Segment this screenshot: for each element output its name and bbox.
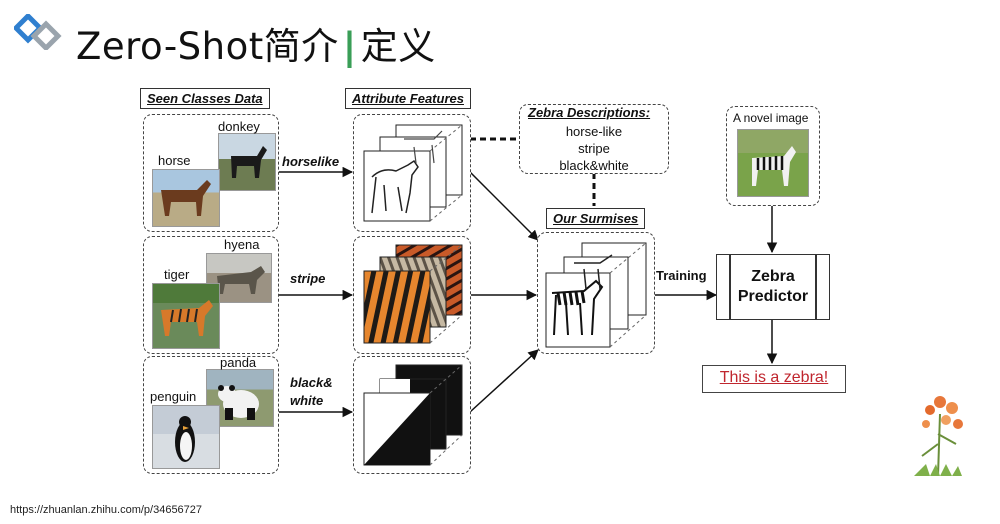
photo-tiger [152,283,220,349]
photo-penguin [152,405,220,469]
label-class-bottom-1: horse [158,153,191,168]
header-attribute-features: Attribute Features [345,88,471,109]
horse-sketch-stack [363,124,463,222]
logo-icon [14,14,62,50]
attribute-label-black-white: black& white [290,375,333,408]
header-seen-classes: Seen Classes Data [140,88,270,109]
zebra-descriptions-list: horse-like stripe black&white [520,123,668,174]
zebra-descriptions-box: Zebra Descriptions: horse-like stripe bl… [519,104,669,174]
description-1: horse-like [565,124,623,139]
training-label: Training [656,268,707,283]
zebra-predictor-box: Zebra Predictor [716,254,830,320]
stripe-texture-stack [363,244,463,344]
novel-image-box: A novel image [726,106,820,206]
seen-class-box-1: donkey horse [143,114,279,232]
predictor-line-1: Zebra [751,268,795,285]
zebra-sketch-stack [545,242,647,348]
flower-decoration-icon [914,396,963,477]
black-white-texture-stack [363,364,463,466]
attribute-box-black-white [353,356,471,474]
result-box: This is a zebra! [702,365,846,393]
page-title: Zero-Shot简介|定义 [76,16,436,70]
label-class-top-2: hyena [224,237,260,252]
photo-horse [152,169,220,227]
arrow-attr1-surmise [469,171,539,241]
title-separator: | [342,25,357,68]
novel-image-label: A novel image [733,111,809,125]
photo-donkey [218,133,276,191]
label-class-bottom-2: tiger [164,267,190,282]
description-2: stripe [578,141,610,156]
description-3: black&white [559,158,629,173]
header-our-surmises: Our Surmises [546,208,646,229]
attribute-label-horselike: horselike [282,154,340,169]
predictor-line-2: Predictor [737,288,809,305]
header-zebra-descriptions: Zebra Descriptions: [528,105,651,120]
photo-novel-zebra [737,129,809,197]
seen-class-box-2: hyena tiger [143,236,279,354]
title-sub: 定义 [360,25,436,68]
label-class-top-1: donkey [218,119,260,134]
our-surmises-box [537,232,655,354]
attribute-box-horselike [353,114,471,232]
attribute-box-stripe [353,236,471,354]
title-main: Zero-Shot简介 [76,25,339,68]
label-class-bottom-3: penguin [150,389,197,404]
label-class-top-3: panda [220,355,257,370]
arrow-attr3-surmise [469,349,539,413]
attribute-label-stripe: stripe [290,271,326,286]
source-url: https://zhuanlan.zhihu.com/p/34656727 [10,504,203,516]
seen-class-box-3: panda penguin [143,355,279,474]
photo-panda [206,369,274,427]
